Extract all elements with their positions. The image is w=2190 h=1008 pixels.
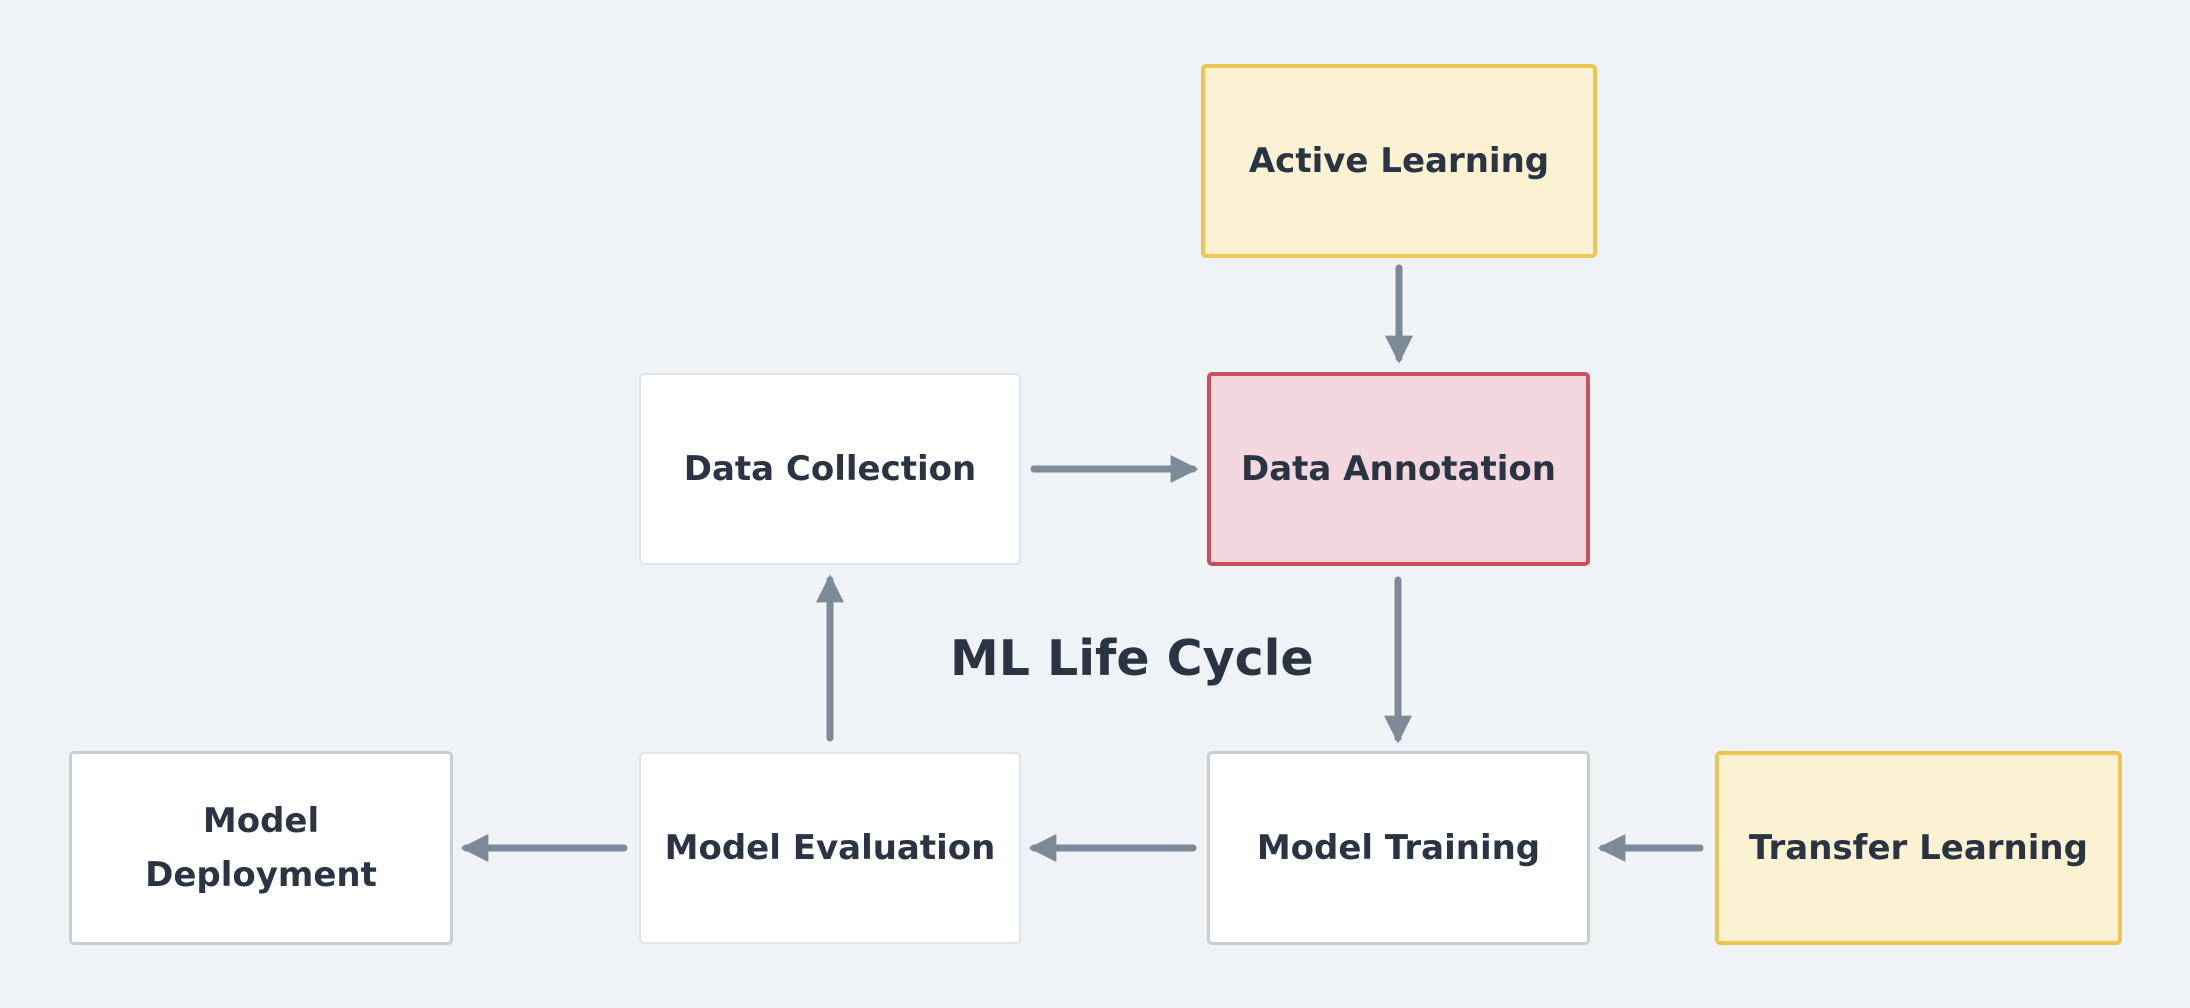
node-model-evaluation[interactable]: Model Evaluation	[639, 752, 1021, 944]
node-label: Transfer Learning	[1749, 827, 2088, 868]
node-model-training[interactable]: Model Training	[1207, 751, 1590, 945]
node-label: Active Learning	[1248, 140, 1550, 181]
node-label: Model Evaluation	[664, 827, 996, 868]
node-label: Model Deployment	[145, 800, 377, 895]
node-model-deployment[interactable]: Model Deployment	[69, 751, 453, 945]
node-data-collection[interactable]: Data Collection	[639, 373, 1021, 565]
node-transfer-learning[interactable]: Transfer Learning	[1715, 751, 2122, 945]
node-label: Data Collection	[683, 448, 977, 489]
node-label: Model Training	[1256, 827, 1541, 868]
node-data-annotation[interactable]: Data Annotation	[1207, 372, 1590, 566]
node-active-learning[interactable]: Active Learning	[1201, 64, 1597, 258]
diagram-title: ML Life Cycle	[950, 630, 1314, 687]
node-label: Data Annotation	[1241, 448, 1556, 489]
